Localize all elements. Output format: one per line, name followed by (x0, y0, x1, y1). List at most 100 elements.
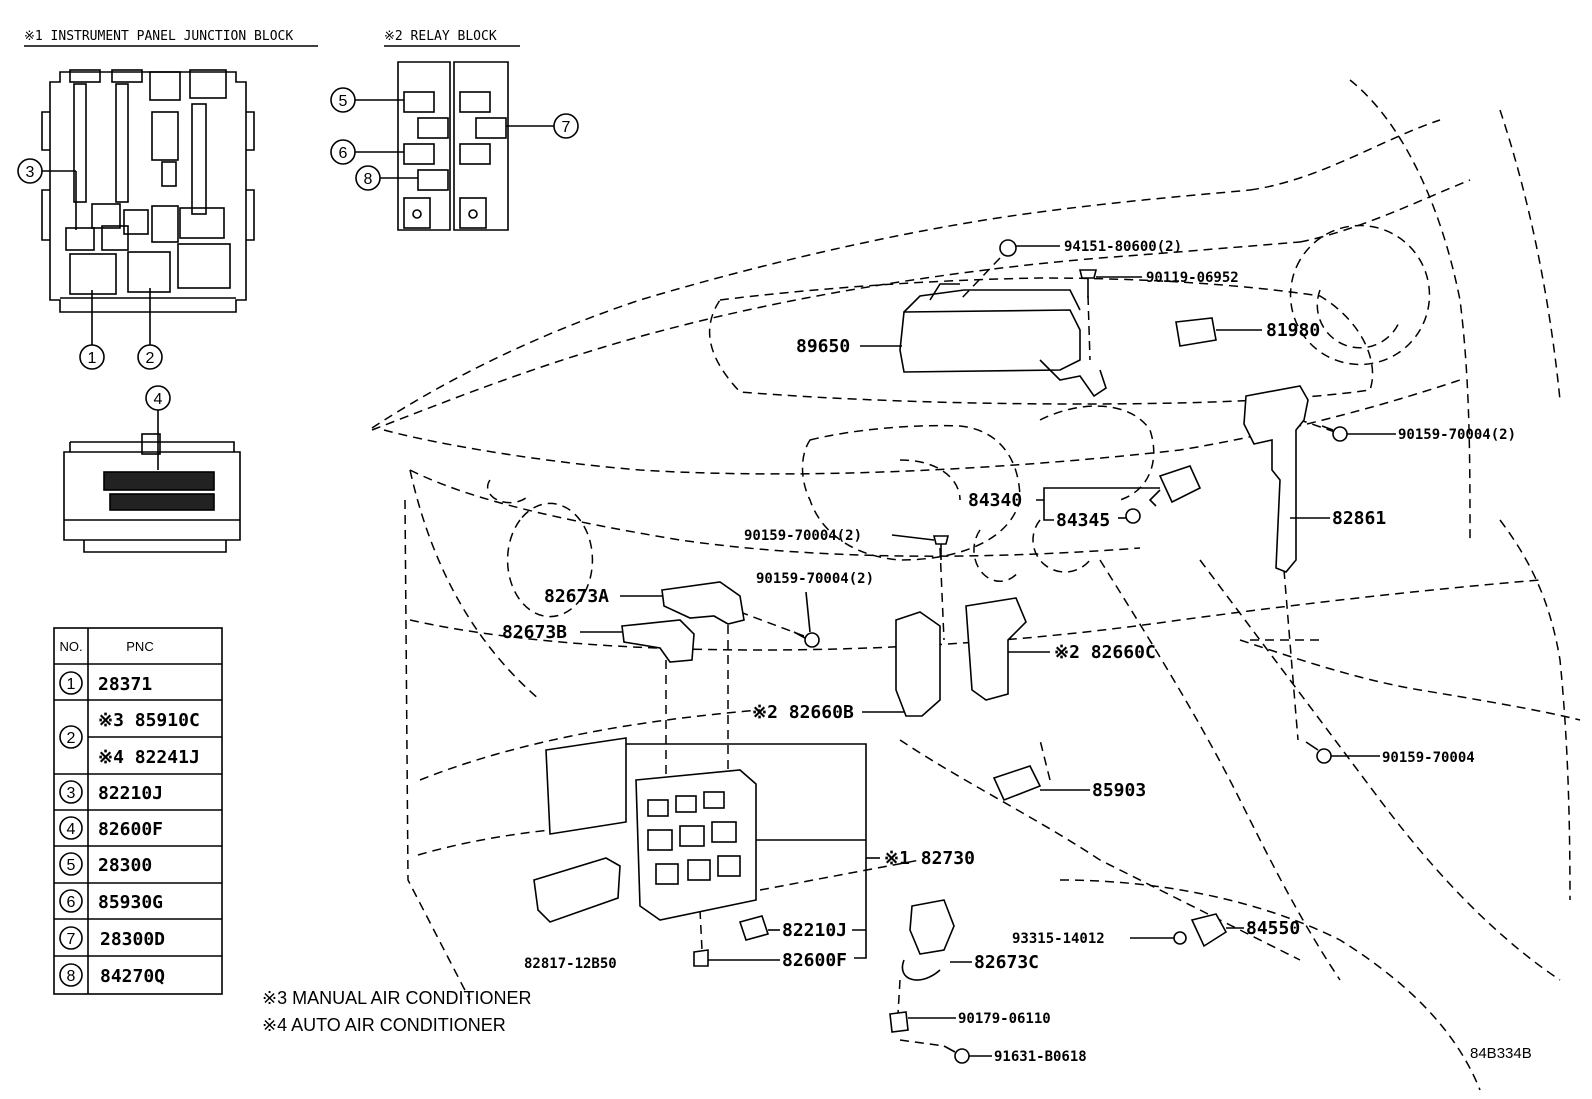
part-90179 (889, 1011, 909, 1033)
label-82817: 82817-12B50 (524, 956, 617, 972)
table-header-pnc: PNC (126, 639, 153, 654)
label-85903: 85903 (1092, 780, 1146, 801)
svg-text:5: 5 (339, 93, 348, 110)
part-82673B (621, 619, 695, 663)
label-81980: 81980 (1266, 320, 1320, 341)
part-84340 (1148, 465, 1202, 507)
label-90119: 90119-06952 (1146, 270, 1239, 286)
svg-text:4: 4 (67, 821, 76, 838)
svg-text:7: 7 (67, 931, 76, 948)
part-85903 (992, 765, 1042, 802)
svg-text:5: 5 (67, 857, 76, 874)
callout-6: 6 (330, 139, 404, 165)
part-89650 (899, 283, 1107, 398)
svg-text:7: 7 (562, 119, 571, 136)
svg-text:2: 2 (67, 730, 76, 747)
ipjb-header-text: ※1 INSTRUMENT PANEL JUNCTION BLOCK (24, 29, 293, 44)
callout-3: 3 (17, 158, 77, 230)
label-82673A: 82673A (544, 586, 609, 607)
part-90159-left (793, 631, 820, 648)
part-82600F (693, 949, 709, 967)
table-row: 3 82210J (59, 780, 163, 804)
part-ecu-plate (545, 737, 627, 835)
table-row: 8 84270Q (59, 963, 165, 987)
label-82660B: ※2 82660B (752, 702, 854, 723)
part-82673C (901, 899, 955, 981)
part-93315 (1173, 931, 1187, 945)
label-94151: 94151-80600(2) (1064, 239, 1182, 255)
dashboard-outline (371, 79, 1581, 1091)
svg-text:※4 82241J: ※4 82241J (98, 747, 200, 768)
part-81980 (1175, 317, 1217, 347)
table-row: 5 28300 (59, 852, 152, 876)
callout-2: 2 (137, 288, 163, 370)
table-row: 2 ※3 85910C ※4 82241J (59, 710, 200, 768)
part-82817 (533, 857, 621, 923)
label-90159-right: 90159-70004(2) (1398, 427, 1516, 443)
callout-circles: 3 1 2 4 5 6 8 (17, 87, 579, 470)
label-90159-left: 90159-70004(2) (756, 571, 874, 587)
label-84550: 84550 (1246, 918, 1300, 939)
table-row: 1 28371 (59, 671, 152, 695)
label-84340: 84340 (968, 490, 1022, 511)
svg-text:8: 8 (364, 171, 373, 188)
note-auto-ac: ※4 AUTO AIR CONDITIONER (262, 1015, 506, 1035)
callout-5: 5 (330, 87, 404, 113)
svg-text:4: 4 (154, 391, 163, 408)
relay-header: ※2 RELAY BLOCK (384, 29, 520, 47)
label-82600F: 82600F (782, 950, 847, 971)
svg-text:28300: 28300 (98, 855, 152, 876)
part-82673A (661, 581, 745, 625)
part-labels: 94151-80600(2) 90119-06952 89650 81980 9… (502, 239, 1516, 1065)
label-90159-center: 90159-70004(2) (744, 528, 862, 544)
svg-text:3: 3 (26, 164, 35, 181)
svg-text:82210J: 82210J (98, 783, 163, 804)
part-84345 (1125, 508, 1141, 524)
svg-text:28300D: 28300D (100, 929, 165, 950)
svg-text:84270Q: 84270Q (100, 966, 165, 987)
callout-7: 7 (506, 113, 579, 139)
part-90159-center (932, 535, 950, 560)
label-82210J: 82210J (782, 920, 847, 941)
part-84550 (1190, 913, 1228, 948)
svg-text:6: 6 (67, 894, 76, 911)
svg-text:85930G: 85930G (98, 892, 163, 913)
svg-text:6: 6 (339, 145, 348, 162)
part-90159-right (1321, 425, 1348, 442)
part-90159-lower (1305, 741, 1332, 764)
label-93315: 93315-14012 (1012, 931, 1105, 947)
diagram-code: 84B334B (1470, 1045, 1532, 1062)
label-91631: 91631-B0618 (994, 1049, 1087, 1065)
label-89650: 89650 (796, 336, 850, 357)
svg-text:28371: 28371 (98, 674, 152, 695)
part-82660B (895, 611, 941, 717)
note-manual-ac: ※3 MANUAL AIR CONDITIONER (262, 988, 531, 1008)
relay-block-view (397, 61, 509, 231)
relay-header-text: ※2 RELAY BLOCK (384, 29, 497, 44)
leader-lines (580, 245, 1396, 1057)
svg-text:2: 2 (146, 350, 155, 367)
part-91631 (943, 1045, 970, 1064)
part-90119 (1078, 269, 1098, 298)
svg-text:8: 8 (67, 968, 76, 985)
assembly-guides (665, 257, 1336, 1047)
svg-text:3: 3 (67, 785, 76, 802)
svg-text:82600F: 82600F (98, 819, 163, 840)
callout-1: 1 (79, 290, 105, 370)
svg-text:1: 1 (67, 676, 76, 693)
label-90179: 90179-06110 (958, 1011, 1051, 1027)
label-82673C: 82673C (974, 952, 1039, 973)
label-82660C: ※2 82660C (1054, 642, 1156, 663)
part-94151 (999, 239, 1017, 257)
label-84345: 84345 (1056, 510, 1110, 531)
table-row: 4 82600F (59, 816, 163, 840)
part-82861 (1243, 385, 1309, 573)
label-82673B: 82673B (502, 622, 567, 643)
module-4-view (63, 433, 241, 553)
svg-text:※3 85910C: ※3 85910C (98, 710, 200, 731)
parts (533, 239, 1348, 1064)
table-header-no: NO. (59, 639, 82, 654)
label-82861: 82861 (1332, 508, 1386, 529)
part-82730 (635, 769, 757, 921)
table-row: 6 85930G (59, 889, 163, 913)
